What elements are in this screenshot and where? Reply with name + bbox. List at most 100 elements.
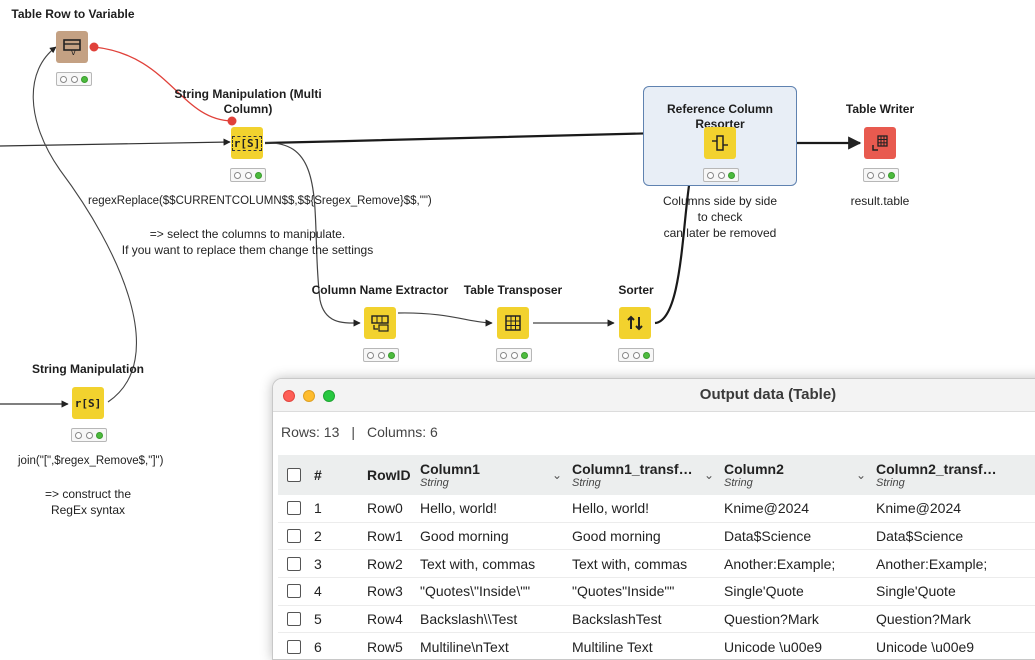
- window-titlebar[interactable]: Output data (Table): [273, 379, 1035, 412]
- connection-multi-resorter: [264, 125, 702, 145]
- header-column2-transf[interactable]: Column2_transf…String⌄: [876, 455, 1035, 495]
- annotation-join-expr: join("[",$regex_Remove$,"]"): [18, 455, 164, 467]
- output-data-window[interactable]: Output data (Table) Rows: 13|Columns: 6 …: [272, 378, 1035, 660]
- row-checkbox[interactable]: [287, 584, 301, 599]
- column-name: Column2_transf…: [876, 460, 997, 477]
- cell-column1-transf: BackslashTest: [572, 605, 724, 634]
- connection-extractor-transposer: [397, 312, 493, 327]
- row-checkbox[interactable]: [287, 529, 301, 544]
- cell-column1: Backslash\\Test: [420, 605, 572, 634]
- cell-index: 1: [314, 495, 367, 523]
- cell-column1-transf: "Quotes"Inside"": [572, 577, 724, 606]
- chevron-down-icon[interactable]: ⌄: [855, 468, 866, 482]
- column-name-extractor-icon: [371, 315, 389, 332]
- cell-column1-transf: Text with, commas: [572, 549, 724, 579]
- column-type: String: [724, 476, 753, 489]
- minimize-window-button[interactable]: [303, 390, 315, 402]
- string-manipulation-icon: r[S]: [74, 396, 102, 410]
- table-transposer-icon: [505, 315, 521, 331]
- annotation-construct-regex: => construct the RegEx syntax: [44, 487, 132, 517]
- connection-stringmanip-rowtovar: [32, 46, 137, 403]
- cell-rowid: Row2: [367, 549, 420, 579]
- select-all-checkbox[interactable]: [287, 468, 301, 482]
- column-name: Column1_transf…: [572, 460, 693, 477]
- column-name: Column2: [724, 460, 784, 477]
- cell-column2: Unicode \u00e9: [724, 632, 876, 659]
- window-title: Output data (Table): [699, 386, 837, 403]
- cell-column1: "Quotes\"Inside\"": [420, 577, 572, 606]
- header-column1-transf[interactable]: Column1_transf…String ⌄: [572, 455, 724, 495]
- chevron-down-icon[interactable]: ⌄: [551, 468, 562, 482]
- chevron-down-icon[interactable]: ⌄: [703, 468, 714, 482]
- annotation-writer-note: result.table: [850, 194, 910, 208]
- node-table-row-to-variable[interactable]: v: [56, 31, 88, 63]
- header-index: #: [314, 455, 367, 495]
- cell-rowid: Row5: [367, 632, 420, 659]
- node-status-sorter: [618, 348, 654, 362]
- node-status-table-transposer: [496, 348, 532, 362]
- node-reference-column-resorter[interactable]: [704, 127, 736, 159]
- cell-column2: Question?Mark: [724, 605, 876, 634]
- cell-rowid: Row0: [367, 495, 420, 523]
- node-title-table-transposer: Table Transposer: [463, 283, 563, 297]
- node-status-table-writer: [863, 168, 899, 182]
- cell-column1: Text with, commas: [420, 549, 572, 579]
- row-checkbox[interactable]: [287, 612, 301, 627]
- node-title-column-name-extractor: Column Name Extractor: [311, 283, 449, 297]
- cell-column1: Hello, world!: [420, 495, 572, 523]
- node-column-name-extractor[interactable]: [364, 307, 396, 339]
- cell-column1-transf: Good morning: [572, 522, 724, 551]
- row-checkbox[interactable]: [287, 501, 301, 516]
- header-rowid[interactable]: RowID: [367, 455, 420, 495]
- node-string-manipulation-multi[interactable]: r[S]: [231, 127, 263, 159]
- cell-column2-transf: Question?Mark: [876, 605, 1035, 634]
- cell-index: 2: [314, 522, 367, 551]
- annotation-regex-replace: regexReplace($$CURRENTCOLUMN$$,$${Sregex…: [88, 195, 432, 207]
- node-title-table-writer: Table Writer: [845, 102, 915, 116]
- row-checkbox[interactable]: [287, 556, 301, 571]
- node-table-writer[interactable]: [864, 127, 896, 159]
- cell-rowid: Row4: [367, 605, 420, 634]
- cell-column2: Another:Example;: [724, 549, 876, 579]
- cell-column2: Data$Science: [724, 522, 876, 551]
- variable-port-out: [89, 42, 99, 52]
- cell-column2: Knime@2024: [724, 495, 876, 523]
- column-type: String: [572, 476, 601, 489]
- cell-column1: Multiline\nText: [420, 632, 572, 659]
- node-title-sorter: Sorter: [618, 283, 654, 297]
- node-table-transposer[interactable]: [497, 307, 529, 339]
- node-string-manipulation[interactable]: r[S]: [72, 387, 104, 419]
- node-sorter[interactable]: [619, 307, 651, 339]
- column-name: Column1: [420, 460, 480, 477]
- annotation-resorter-note: Columns side by side to check can later …: [662, 194, 778, 240]
- zoom-window-button[interactable]: [323, 390, 335, 402]
- table-summary: Rows: 13|Columns: 6: [281, 424, 438, 440]
- column-type: String: [876, 476, 905, 489]
- variable-port-in: [227, 116, 237, 126]
- cell-index: 4: [314, 577, 367, 606]
- row-to-variable-icon: v: [63, 39, 81, 56]
- row-checkbox[interactable]: [287, 639, 301, 654]
- close-window-button[interactable]: [283, 390, 295, 402]
- cell-index: 5: [314, 605, 367, 634]
- rows-count: Rows: 13: [281, 424, 340, 440]
- node-title-table-row-to-variable: Table Row to Variable: [11, 7, 135, 21]
- resorter-icon: [712, 135, 728, 151]
- node-title-string-manipulation: String Manipulation: [32, 362, 144, 376]
- annotation-select-columns: => select the columns to manipulate. If …: [121, 227, 374, 257]
- variable-connection: [93, 46, 233, 122]
- node-status-table-row-to-variable: [56, 72, 92, 86]
- node-status-reference-column-resorter: [703, 168, 739, 182]
- column-type: String: [420, 476, 449, 489]
